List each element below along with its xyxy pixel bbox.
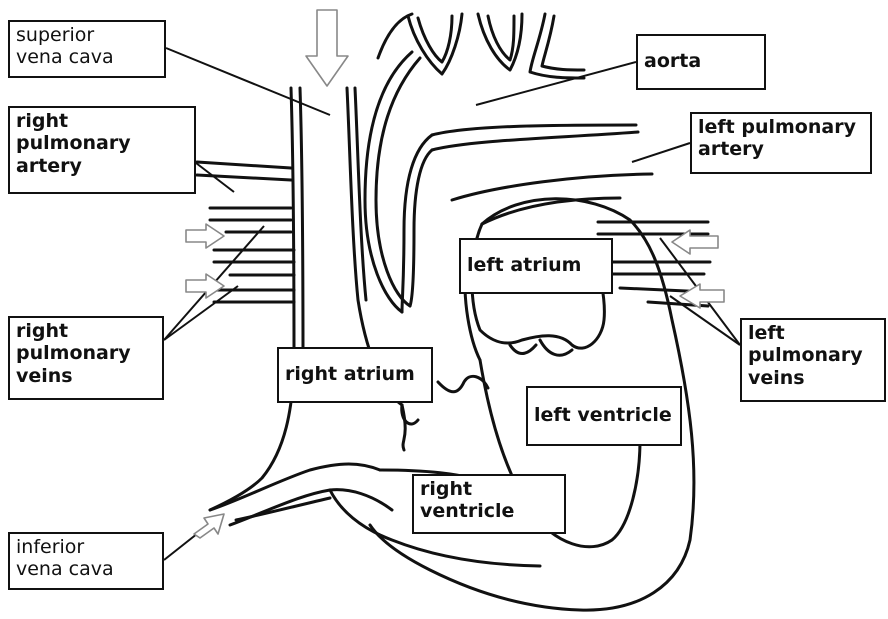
left-atrium-valve bbox=[510, 345, 536, 354]
leader-svc bbox=[166, 48, 330, 115]
label-left-pulmonary-veins: left pulmonary veins bbox=[740, 318, 886, 402]
label-right-pulmonary-veins: right pulmonary veins bbox=[8, 316, 164, 400]
aorta-branch-3-inner bbox=[542, 16, 584, 70]
leader-lpv-2 bbox=[670, 296, 740, 345]
tricuspid-valve bbox=[438, 376, 488, 391]
aorta-desc-inner bbox=[432, 132, 638, 150]
aorta-desc-wall-2 bbox=[402, 135, 432, 312]
label-inferior-vena-cava: inferior vena cava bbox=[8, 532, 164, 590]
label-right-ventricle: right ventricle bbox=[412, 474, 566, 534]
arrow-rpv-upper bbox=[186, 224, 224, 248]
label-left-atrium: left atrium bbox=[459, 238, 613, 294]
ivc-wall-2 bbox=[236, 498, 330, 520]
rv-wall bbox=[210, 464, 380, 510]
svc-left-wall bbox=[210, 88, 294, 510]
label-aorta: aorta bbox=[636, 34, 766, 90]
label-superior-vena-cava: superior vena cava bbox=[8, 20, 166, 78]
label-left-pulmonary-artery: left pulmonary artery bbox=[690, 112, 872, 174]
label-right-pulmonary-artery: right pulmonary artery bbox=[8, 106, 196, 194]
label-right-atrium: right atrium bbox=[277, 347, 433, 403]
leader-lpa bbox=[632, 143, 690, 162]
label-left-ventricle: left ventricle bbox=[526, 386, 682, 446]
aorta-desc-wall bbox=[410, 150, 432, 306]
arrow-ivc-up bbox=[194, 514, 224, 538]
rpa-1 bbox=[197, 162, 291, 168]
aorta-arch-top bbox=[378, 14, 412, 58]
aorta-branch-2-inner bbox=[488, 16, 514, 60]
arrow-svc-down bbox=[306, 10, 348, 86]
leader-rpv-2 bbox=[164, 286, 238, 340]
ivc-wall bbox=[230, 490, 392, 525]
lpa-top bbox=[452, 174, 652, 200]
aorta-branch-1-inner bbox=[418, 16, 452, 62]
svc-left-wall-inner bbox=[300, 88, 303, 360]
